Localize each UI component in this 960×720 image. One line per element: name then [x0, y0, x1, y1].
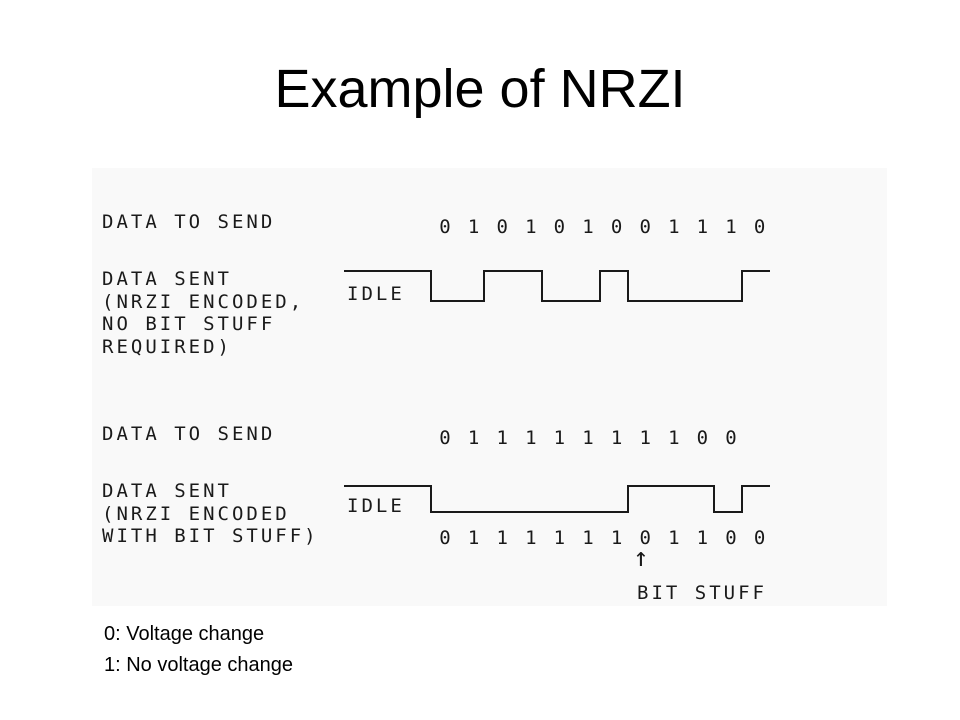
note-one: 1: No voltage change	[104, 654, 294, 676]
ex2-sent-bit-6: 1	[611, 527, 622, 549]
ex2-idle-label: IDLE	[347, 495, 405, 517]
ex2-data-bit-7: 1	[639, 427, 650, 449]
ex1-data-bit-1: 1	[468, 216, 479, 238]
ex2-sent-bit-1: 1	[468, 527, 479, 549]
ex1-data-bit-0: 0	[439, 216, 450, 238]
ex1-data-bit-8: 1	[668, 216, 679, 238]
ex2-sent-label-line-2: (NRZI ENCODED	[102, 503, 290, 525]
bit-stuff-arrow-icon: ↑	[633, 543, 649, 573]
ex1-data-bit-9: 1	[697, 216, 708, 238]
ex2-data-bit-9: 0	[697, 427, 708, 449]
ex2-sent-bit-7: 0	[639, 527, 650, 549]
ex2-data-bit-1: 1	[468, 427, 479, 449]
slide-title: Example of NRZI	[274, 59, 686, 119]
ex2-sent-bit-11: 0	[754, 527, 765, 549]
ex2-data-bit-5: 1	[582, 427, 593, 449]
ex1-data-label: DATA TO SEND	[102, 211, 275, 233]
ex2-data-bit-6: 1	[611, 427, 622, 449]
ex2-sent-bit-3: 1	[525, 527, 536, 549]
ex1-sent-label-line-4: REQUIRED)	[102, 336, 232, 358]
ex1-sent-label-line-1: DATA SENT	[102, 268, 232, 290]
ex2-data-bit-10: 0	[725, 427, 736, 449]
ex2-data-bit-3: 1	[525, 427, 536, 449]
ex2-sent-bit-4: 1	[554, 527, 565, 549]
ex2-data-bit-8: 1	[668, 427, 679, 449]
ex2-sent-label-line-3: WITH BIT STUFF)	[102, 525, 319, 547]
ex2-data-bit-2: 1	[496, 427, 507, 449]
ex2-data-bit-4: 1	[554, 427, 565, 449]
ex1-data-bit-3: 1	[525, 216, 536, 238]
ex2-sent-bit-10: 0	[725, 527, 736, 549]
ex1-data-bit-10: 1	[725, 216, 736, 238]
ex2-sent-bit-5: 1	[582, 527, 593, 549]
bit-stuff-label: BIT STUFF	[637, 582, 767, 604]
ex2-sent-label-line-1: DATA SENT	[102, 480, 232, 502]
ex2-waveform	[344, 485, 770, 513]
ex1-data-bit-7: 0	[639, 216, 650, 238]
ex2-sent-bit-2: 1	[496, 527, 507, 549]
ex1-sent-label-line-2: (NRZI ENCODED,	[102, 291, 304, 313]
ex2-data-bit-0: 0	[439, 427, 450, 449]
diagram-background	[92, 168, 887, 606]
legend-notes: 0: Voltage change 1: No voltage change	[104, 619, 293, 681]
ex1-data-bit-6: 0	[611, 216, 622, 238]
ex1-sent-label-line-3: NO BIT STUFF	[102, 313, 275, 335]
ex1-waveform	[344, 270, 770, 302]
ex2-sent-bit-8: 1	[668, 527, 679, 549]
ex2-sent-bit-9: 1	[697, 527, 708, 549]
ex2-sent-bit-0: 0	[439, 527, 450, 549]
ex1-idle-label: IDLE	[347, 283, 405, 305]
ex1-data-bit-2: 0	[496, 216, 507, 238]
note-zero: 0: Voltage change	[104, 623, 265, 645]
ex2-data-label: DATA TO SEND	[102, 423, 275, 445]
ex1-data-bit-11: 0	[754, 216, 765, 238]
ex1-data-bit-4: 0	[554, 216, 565, 238]
ex1-data-bit-5: 1	[582, 216, 593, 238]
